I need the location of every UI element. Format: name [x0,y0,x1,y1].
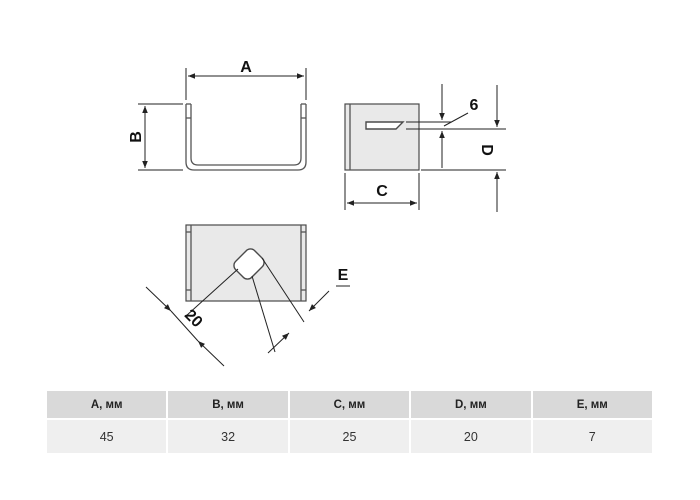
dim-label-e: E [338,267,349,284]
bracket-profile-outer [185,104,307,171]
column-header: B, мм [168,391,288,420]
table-cell: 7 [532,420,652,453]
technical-drawing: A B C 6 D [128,59,506,367]
table-row: 45 32 25 20 7 [47,420,652,453]
slot [365,121,405,130]
dim-line-20-a [145,286,172,312]
dim-label-c: C [376,183,388,200]
dim-line-e-b [267,332,290,354]
bracket-profile-inner [190,104,302,166]
side-view: C 6 D [344,84,506,212]
table-cell: 45 [47,420,167,453]
angled-slot [233,248,265,280]
dim-label-d: D [478,144,495,156]
dim-line-20-b [197,340,225,367]
table-header-row: A, мм B, мм C, мм D, мм E, мм [47,391,652,420]
dimensions-table: A, мм B, мм C, мм D, мм E, мм 45 32 25 2… [45,391,654,453]
dim-line-e-a [308,290,330,312]
table-cell: 25 [289,420,410,453]
column-header: C, мм [289,391,410,420]
column-header: D, мм [411,391,531,420]
side-view-body [344,103,420,171]
dim-label-slot-length: 20 [181,307,206,332]
dim-label-a: A [240,59,252,76]
column-header: A, мм [47,391,167,420]
column-header: E, мм [532,391,652,420]
dim-label-b: B [128,131,145,143]
table-cell: 32 [168,420,288,453]
bottom-view: 20 E [145,224,350,367]
table-cell: 20 [411,420,531,453]
front-view: A B [128,59,307,171]
dim-label-slot-width: 6 [470,97,479,114]
